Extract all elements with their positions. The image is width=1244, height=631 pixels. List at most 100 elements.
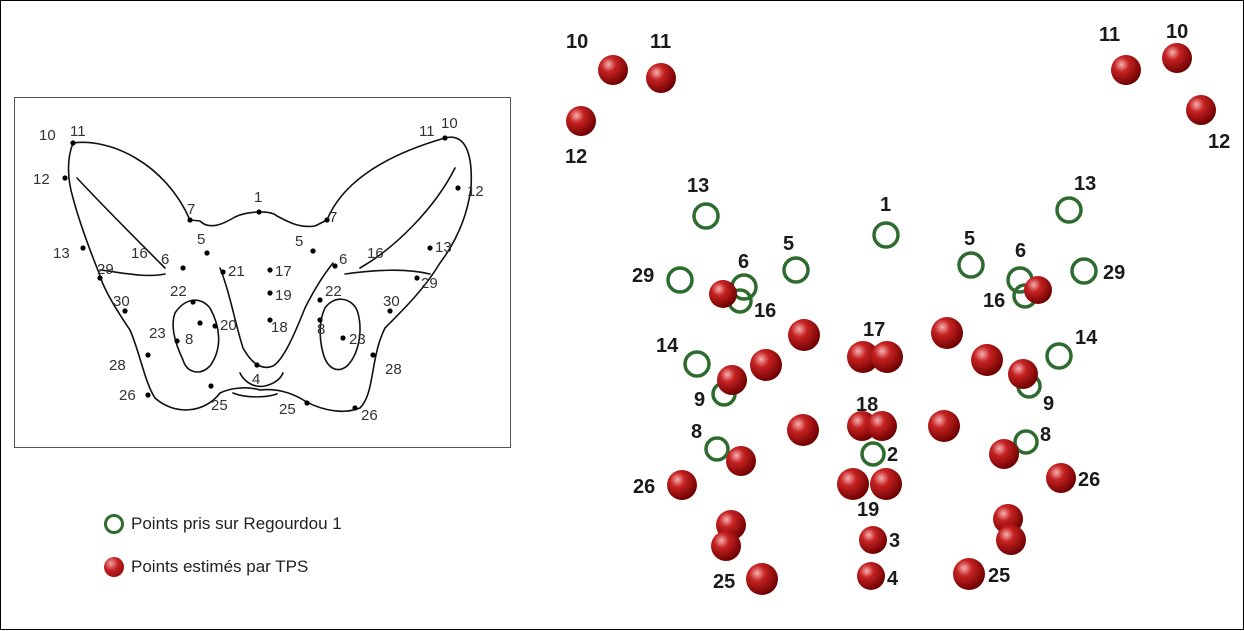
main-label: 4 (887, 568, 899, 590)
red-landmark (787, 414, 819, 446)
red-landmark (1046, 463, 1076, 493)
red-landmark (870, 468, 902, 500)
main-label: 12 (1208, 131, 1230, 153)
red-landmark (859, 526, 887, 554)
red-landmark (726, 446, 756, 476)
inset-label: 29 (421, 275, 438, 292)
inset-label: 13 (53, 245, 70, 262)
inset-label: 23 (149, 325, 166, 342)
inset-label: 16 (367, 245, 384, 262)
main-label: 9 (694, 389, 705, 411)
red-landmark (717, 365, 747, 395)
red-landmark (837, 468, 869, 500)
inset-label: 16 (131, 245, 148, 262)
main-label: 25 (988, 565, 1010, 587)
red-landmark (1008, 359, 1038, 389)
red-landmark (857, 562, 885, 590)
main-label: 5 (783, 233, 794, 255)
red-landmark (871, 341, 903, 373)
main-label: 10 (1166, 21, 1188, 43)
red-landmark (847, 341, 879, 373)
inset-label: 11 (70, 123, 86, 140)
inset-label: 6 (339, 251, 347, 268)
red-landmark (1024, 276, 1052, 304)
main-label: 25 (713, 571, 735, 593)
inset-label: 10 (441, 115, 458, 132)
green-landmark (692, 202, 720, 230)
red-landmark (709, 280, 737, 308)
green-landmark (683, 350, 711, 378)
inset-label: 1 (254, 189, 262, 206)
inset-label: 19 (275, 287, 292, 304)
red-landmark (598, 55, 628, 85)
green-landmark (704, 436, 730, 462)
main-label: 6 (738, 251, 749, 273)
main-label: 16 (754, 300, 776, 322)
red-landmark (1111, 55, 1141, 85)
red-landmark (746, 563, 778, 595)
main-label: 18 (856, 394, 878, 416)
inset-label: 28 (385, 361, 402, 378)
red-landmark (667, 470, 697, 500)
green-landmark (872, 221, 900, 249)
main-label: 6 (1015, 240, 1026, 262)
inset-label: 25 (279, 401, 296, 418)
main-label: 16 (983, 290, 1005, 312)
main-label: 10 (566, 31, 588, 53)
main-label: 2 (887, 444, 898, 466)
legend-label-open: Points pris sur Regourdou 1 (131, 514, 342, 533)
red-landmark (971, 344, 1003, 376)
inset-label: 8 (185, 331, 193, 348)
main-label: 26 (1078, 469, 1100, 491)
main-label: 11 (1099, 24, 1120, 46)
main-label: 29 (632, 265, 654, 287)
pelvis-drawing: 10 11 11 10 12 12 7 1 7 5 5 6 16 6 16 13… (33, 115, 484, 424)
green-landmark (1045, 342, 1073, 370)
legend-item-red: Points estimés par TPS (104, 557, 308, 577)
red-landmark (953, 558, 985, 590)
main-label: 9 (1043, 393, 1054, 415)
legend-item-open: Points pris sur Regourdou 1 (104, 514, 342, 534)
red-landmark (996, 525, 1026, 555)
inset-label: 5 (295, 233, 303, 250)
inset-label: 29 (97, 261, 114, 278)
inset-label: 18 (271, 319, 288, 336)
inset-label: 4 (252, 371, 260, 388)
green-landmark (666, 266, 694, 294)
inset-label: 22 (325, 283, 342, 300)
red-landmark (928, 410, 960, 442)
red-sphere-icon (104, 557, 124, 577)
inset-label: 26 (361, 407, 378, 424)
main-label: 13 (687, 175, 709, 197)
green-landmark (782, 256, 810, 284)
main-label: 5 (964, 228, 975, 250)
inset-label: 7 (187, 201, 195, 218)
red-landmark (931, 317, 963, 349)
main-label: 11 (650, 31, 671, 53)
inset-label: 30 (113, 293, 130, 310)
inset-label: 21 (228, 263, 245, 280)
inset-label: 17 (275, 263, 292, 280)
inset-label: 7 (329, 209, 337, 226)
main-label: 26 (633, 476, 655, 498)
main-label: 12 (565, 146, 587, 168)
main-label: 14 (1075, 327, 1098, 349)
red-landmark (566, 106, 596, 136)
inset-label: 10 (39, 127, 56, 144)
green-landmark (1070, 257, 1098, 285)
inset-label: 26 (119, 387, 136, 404)
inset-label: 5 (197, 231, 205, 248)
main-label: 3 (889, 530, 900, 552)
red-landmark (711, 531, 741, 561)
main-label: 14 (656, 335, 679, 357)
open-circle-icon (104, 514, 124, 534)
main-label: 19 (857, 499, 879, 521)
red-landmark (750, 349, 782, 381)
red-landmark (646, 63, 676, 93)
inset-label: 12 (33, 171, 50, 188)
inset-label: 30 (383, 293, 400, 310)
main-label: 29 (1103, 262, 1125, 284)
inset-label: 20 (220, 317, 237, 334)
